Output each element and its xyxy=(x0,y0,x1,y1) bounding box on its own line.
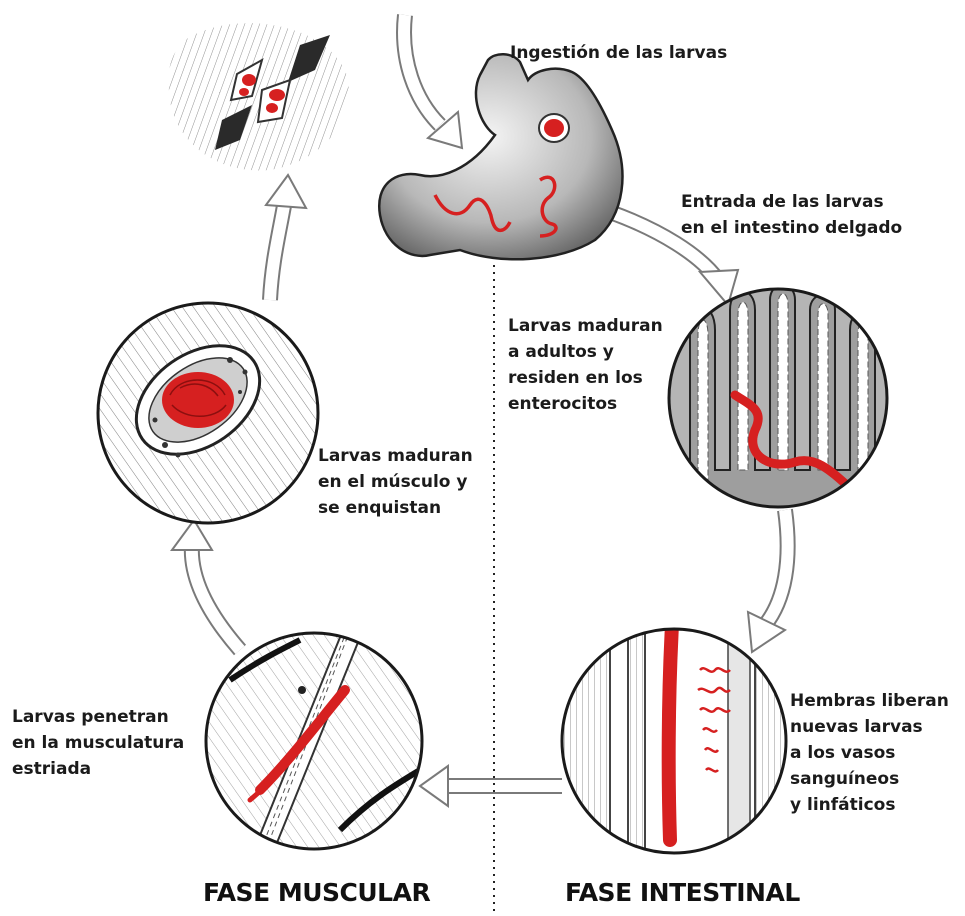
arrow-muscle-penetration-to-cyst xyxy=(172,520,240,650)
intestinal-villi-circle xyxy=(669,285,887,520)
arrow-cyst-to-encapsulated xyxy=(266,175,306,300)
striated-muscle-circle xyxy=(206,625,422,860)
phase-muscular-title: FASE MUSCULAR xyxy=(203,878,430,907)
arrow-intestine-to-vessels xyxy=(748,510,788,652)
label-entry-small-intestine: Entrada de las larvas en el intestino de… xyxy=(681,189,902,241)
arrow-into-stomach xyxy=(404,15,462,148)
label-mature-adults: Larvas maduran a adultos y residen en lo… xyxy=(508,313,663,417)
phase-intestinal-title: FASE INTESTINAL xyxy=(565,878,800,907)
blood-vessel-circle xyxy=(562,620,786,860)
label-penetrate-muscle: Larvas penetran en la musculatura estria… xyxy=(12,704,184,782)
encysted-muscle-illustration xyxy=(169,23,349,170)
muscle-cyst-circle xyxy=(90,300,330,530)
label-encyst: Larvas maduran en el músculo y se enquis… xyxy=(318,443,473,521)
label-ingestion: Ingestión de las larvas xyxy=(510,40,727,66)
label-females-release: Hembras liberan nuevas larvas a los vaso… xyxy=(790,688,949,818)
arrow-vessels-to-muscle xyxy=(420,766,562,806)
